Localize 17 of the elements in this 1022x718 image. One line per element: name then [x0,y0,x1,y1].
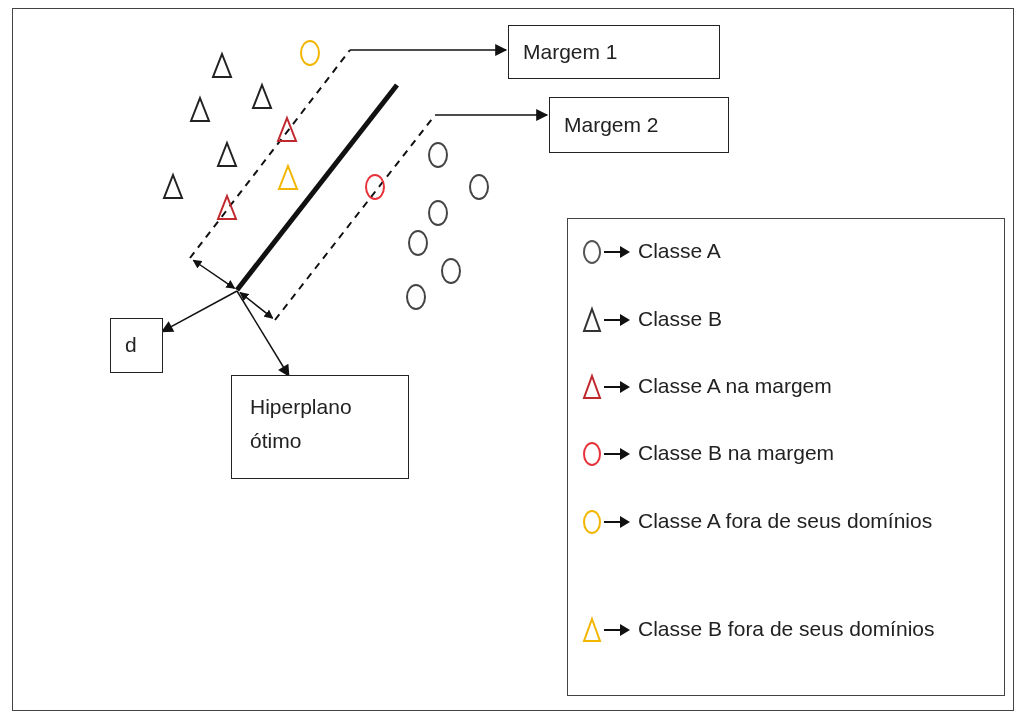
label-box: d [110,318,163,373]
legend-text: Classe B fora de seus domínios [638,617,935,640]
margin-line [189,49,351,259]
label-box: Margem 2 [549,97,729,153]
label-box: Margem 1 [508,25,720,79]
arrow [434,109,549,121]
arrow [349,44,508,56]
legend-text: Classe B na margem [638,441,835,464]
label-box: Hiperplano ótimo [231,375,409,479]
hyperplane-line [235,83,399,292]
legend-text: Classe A na margem [638,374,832,397]
arrow [239,291,274,319]
legend-text: Classe B [638,307,723,330]
legend-text: Classe A fora de seus domínios [638,509,933,532]
arrow [236,290,290,377]
arrow [192,259,236,290]
legend-text: Classe A [638,239,721,262]
